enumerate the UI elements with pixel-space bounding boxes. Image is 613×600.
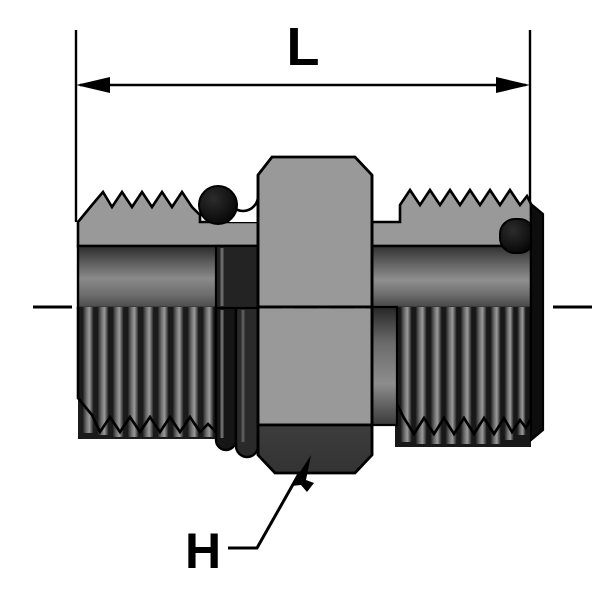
hex-size-leader	[228, 455, 314, 550]
right-thread-teeth-bottom	[400, 307, 526, 444]
left-collar-lower	[214, 305, 238, 452]
left-lower-thread-group	[78, 307, 218, 439]
leader-line	[228, 471, 302, 550]
overall-length-dimension	[74, 30, 532, 222]
right-lower-thread-group	[395, 307, 531, 447]
hex-label: H	[185, 523, 221, 579]
hex-nut-lower-face	[256, 423, 374, 475]
leader-arrow-icon	[291, 455, 314, 492]
dimension-arrow-left-icon	[76, 77, 110, 93]
left-lower-thread-outline	[76, 307, 218, 436]
dimension-arrow-right-icon	[496, 77, 530, 93]
right-end-cap-edge	[529, 201, 545, 443]
length-label: L	[287, 17, 320, 77]
hex-nut-upper-face	[256, 155, 374, 309]
left-oring-seal	[198, 185, 238, 225]
hex-nut-middle-face	[256, 305, 374, 427]
right-shoulder-band-upper	[370, 244, 533, 310]
left-collar-inner-lower	[234, 305, 260, 459]
left-thread-teeth-bottom	[82, 307, 214, 437]
right-oring-seal	[499, 218, 535, 254]
right-lower-thread-outline	[393, 307, 533, 437]
oring-groove-notch	[228, 196, 258, 222]
right-shoulder-lower	[370, 305, 399, 427]
